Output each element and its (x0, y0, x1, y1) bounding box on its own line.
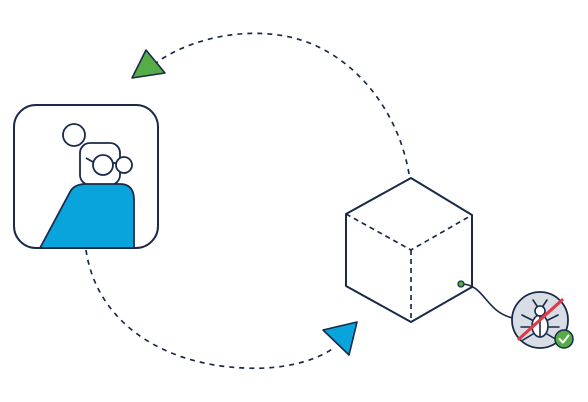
user-glasses-arm (85, 157, 94, 163)
prohibit-line (517, 298, 564, 341)
user-with-glasses-icon (39, 123, 135, 249)
check-mark (558, 334, 570, 344)
bug-icon (520, 299, 560, 341)
upper-arrow-icon (131, 49, 166, 79)
checkmark-icon (554, 329, 574, 349)
user-body (39, 183, 135, 249)
lower-arrow-icon (322, 321, 358, 356)
upper-cycle-arc (151, 32, 410, 175)
user-hair-bun (62, 123, 86, 147)
user-card (13, 104, 159, 249)
dashed-cube-icon (345, 177, 473, 323)
connector-node (457, 280, 465, 288)
user-glasses-right-lens (115, 156, 133, 174)
lower-cycle-arc (85, 249, 336, 370)
user-glasses-left-lens (92, 154, 114, 176)
check-badge-circle (554, 329, 574, 349)
cube-bug-connector (460, 283, 514, 319)
bug-blocked-icon (511, 291, 569, 349)
cube-outline (345, 177, 473, 323)
